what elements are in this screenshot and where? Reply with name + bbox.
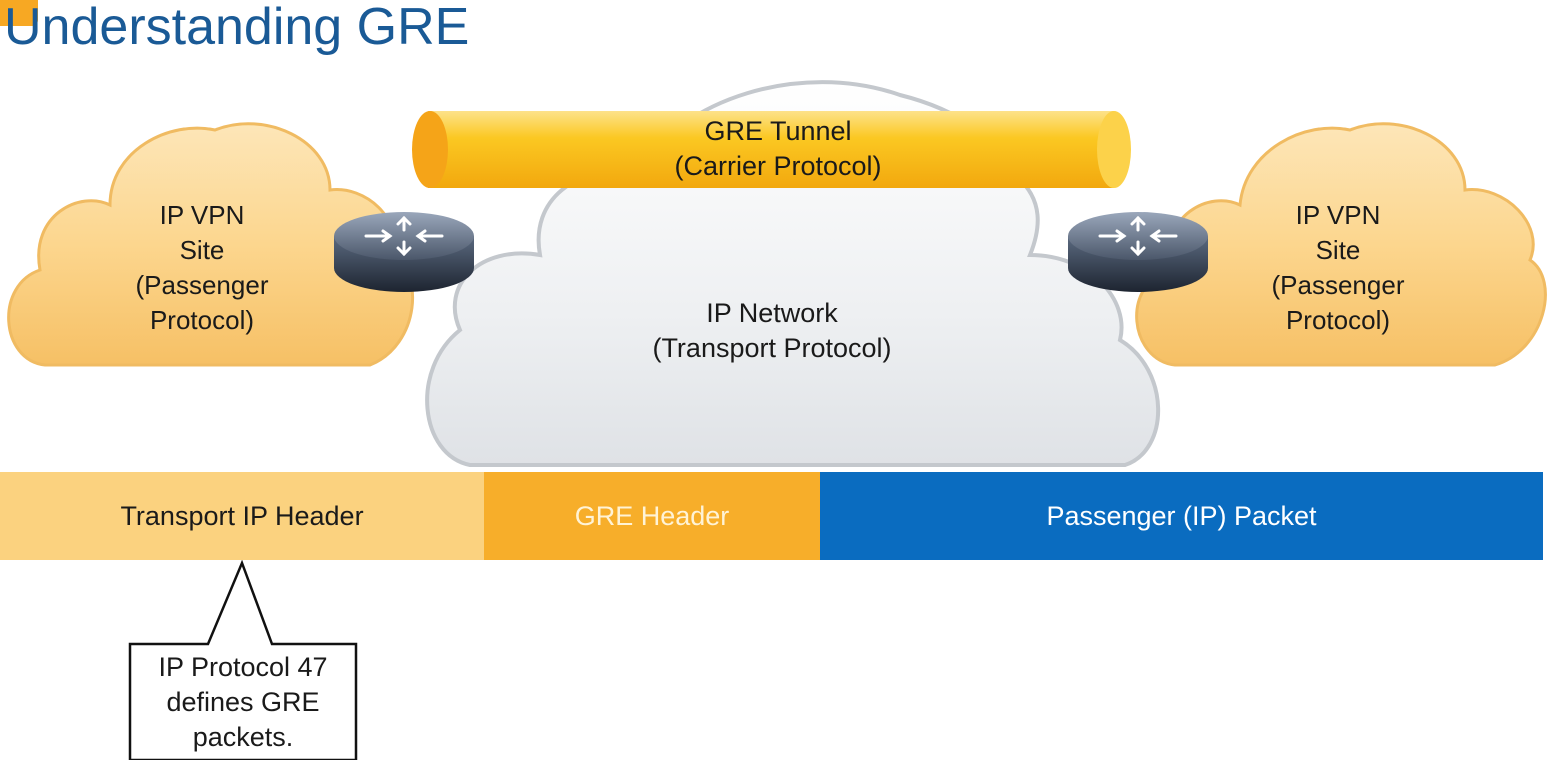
tunnel-title: GRE Tunnel xyxy=(704,116,852,146)
passenger-packet-segment: Passenger (IP) Packet xyxy=(820,472,1543,560)
passenger-packet-label: Passenger (IP) Packet xyxy=(1046,500,1317,531)
callout-line3: packets. xyxy=(192,722,294,752)
page-title: Understanding GRE xyxy=(4,0,470,56)
left-site-line2: Site xyxy=(179,235,225,265)
left-site-line1: IP VPN xyxy=(159,200,245,230)
gre-header-label: GRE Header xyxy=(574,500,730,531)
right-site-line1: IP VPN xyxy=(1295,200,1381,230)
left-site-label: IP VPN Site (Passenger Protocol) xyxy=(92,198,312,338)
callout-line2: defines GRE xyxy=(166,687,320,717)
gre-tunnel xyxy=(412,111,1131,188)
transport-ip-header-segment: Transport IP Header xyxy=(0,472,484,560)
left-site-line4: Protocol) xyxy=(149,305,255,335)
network-subtitle: (Transport Protocol) xyxy=(652,333,892,363)
corner-accent xyxy=(0,0,38,26)
callout-text: IP Protocol 47 defines GRE packets. xyxy=(130,650,356,755)
router-icon xyxy=(1068,212,1208,292)
right-site-line3: (Passenger xyxy=(1271,270,1405,300)
callout-line1: IP Protocol 47 xyxy=(158,652,328,682)
left-site-line3: (Passenger xyxy=(135,270,269,300)
transport-ip-header-label: Transport IP Header xyxy=(120,500,364,531)
right-site-label: IP VPN Site (Passenger Protocol) xyxy=(1228,198,1448,338)
callout-box xyxy=(128,559,358,760)
right-site-line2: Site xyxy=(1315,235,1361,265)
tunnel-subtitle: (Carrier Protocol) xyxy=(674,151,882,181)
gre-header-segment: GRE Header xyxy=(484,472,820,560)
network-label: IP Network (Transport Protocol) xyxy=(600,296,944,366)
right-site-line4: Protocol) xyxy=(1285,305,1391,335)
network-title: IP Network xyxy=(706,298,838,328)
router-icon xyxy=(334,212,474,292)
tunnel-label: GRE Tunnel (Carrier Protocol) xyxy=(620,114,936,184)
